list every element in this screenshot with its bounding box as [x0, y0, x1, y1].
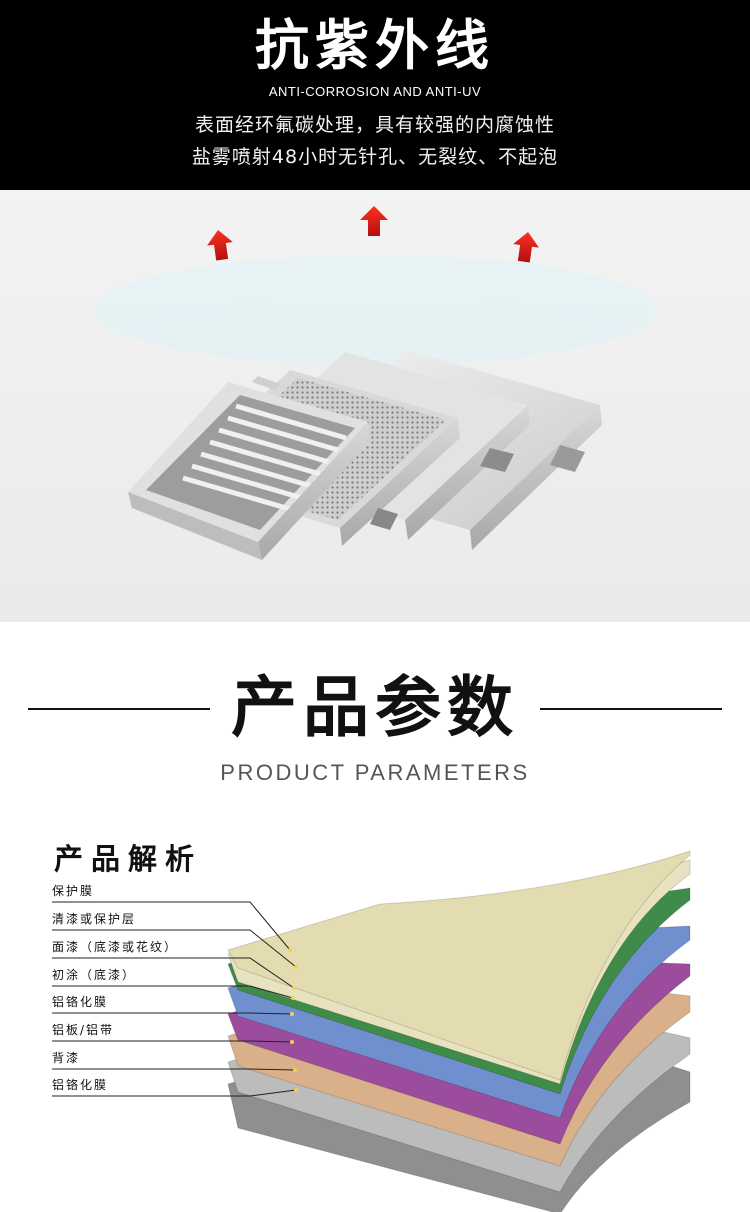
banner-title: 抗紫外线 [255, 14, 495, 77]
uv-glow [95, 255, 655, 365]
leader-line [52, 1040, 293, 1043]
analysis-heading: 产品解析 [54, 842, 203, 876]
up-arrow-icon [513, 232, 539, 263]
layer-protective-film [227, 850, 691, 1081]
leader-line [52, 985, 294, 999]
layer-structure-diagram [52, 850, 691, 1212]
layer-label-protective-film: 保护膜 [52, 884, 95, 898]
leader-dot [288, 948, 292, 952]
leader-line [52, 957, 295, 989]
heading-divider-right [540, 708, 722, 710]
layer-label-chromate-film-bottom: 铝铬化膜 [52, 1078, 109, 1092]
leader-dot [294, 1088, 298, 1092]
leader-dot [294, 965, 298, 969]
banner-subtitle: ANTI-CORROSION AND ANTI-UV [268, 84, 482, 99]
leader-line [52, 1068, 296, 1071]
leader-line [52, 901, 291, 951]
parameters-heading: 产品参数 PRODUCT PARAMETERS [0, 622, 750, 802]
leader-dot [290, 1012, 294, 1016]
banner-description-line-2: 盐雾喷射48小时无针孔、无裂纹、不起泡 [191, 146, 559, 168]
banner-description-line-1: 表面经环氟碳处理，具有较强的内腐蚀性 [194, 114, 555, 136]
product-analysis: 产品解析 保护膜 清漆或保护层 面漆（底漆或花纹） 初涂（底漆） 铝铬化膜 铝板… [0, 802, 750, 1212]
layer-label-aluminum-sheet: 铝板/铝带 [52, 1023, 115, 1037]
parameters-title: 产品参数 [231, 669, 519, 746]
leader-line [52, 1089, 297, 1097]
product-photo [0, 190, 750, 622]
layer-label-clear-coat: 清漆或保护层 [52, 912, 137, 926]
heading-divider-left [28, 708, 210, 710]
layer-label-chromate-film: 铝铬化膜 [52, 995, 109, 1009]
anti-uv-banner: 抗紫外线 ANTI-CORROSION AND ANTI-UV 表面经环氟碳处理… [0, 0, 750, 190]
layer-label-primer: 初涂（底漆） [52, 968, 137, 982]
leader-dot [292, 986, 296, 990]
parameters-subtitle: PRODUCT PARAMETERS [220, 760, 530, 785]
up-arrow-icon [207, 230, 233, 261]
layer-label-top-coat: 面漆（底漆或花纹） [52, 940, 179, 954]
leader-dot [293, 1068, 297, 1072]
grille-panel [128, 376, 370, 560]
up-arrow-icon [360, 206, 388, 236]
leader-dot [290, 1040, 294, 1044]
leader-dot [291, 996, 295, 1000]
leader-line [52, 1012, 293, 1015]
leader-line [52, 929, 297, 968]
aluminum-panels-illustration [95, 206, 655, 560]
layer-label-back-paint: 背漆 [52, 1051, 81, 1065]
